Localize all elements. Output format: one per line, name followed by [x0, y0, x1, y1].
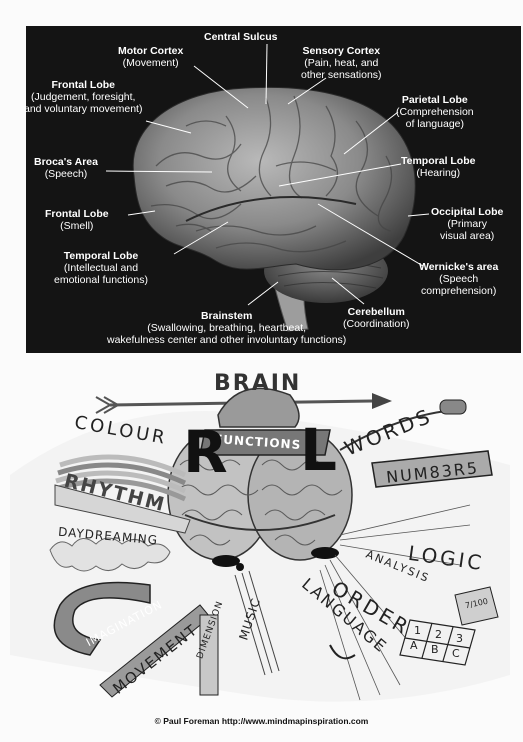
label-motor-cortex: Motor Cortex(Movement): [118, 45, 183, 69]
abc-cell-2: 2: [435, 628, 442, 641]
abc-cell-a: A: [410, 639, 418, 652]
label-frontal-lobe-smell: Frontal Lobe(Smell): [45, 208, 109, 232]
label-brocas-area: Broca's Area(Speech): [34, 156, 98, 180]
right-brain-letter: R: [183, 418, 228, 486]
label-cerebellum: Cerebellum(Coordination): [343, 306, 410, 330]
abc-cell-1: 1: [414, 624, 421, 637]
brain-illustration: [26, 26, 521, 353]
copyright-caption: © Paul Foreman http://www.mindmapinspira…: [0, 716, 523, 726]
cerebrum-shape: [133, 87, 415, 270]
abc-cell-3: 3: [456, 632, 463, 645]
abc-cell-b: B: [431, 643, 439, 656]
label-brainstem: Brainstem(Swallowing, breathing, heartbe…: [107, 310, 346, 346]
label-temporal-lobe-hearing: Temporal Lobe(Hearing): [401, 155, 475, 179]
brain-diagram-panel: Central Sulcus Motor Cortex(Movement) Se…: [26, 26, 521, 353]
label-frontal-lobe-judgement: Frontal Lobe(Judgement, foresight,and vo…: [24, 79, 142, 115]
abc-cell-c: C: [452, 647, 460, 660]
brain-title: BRAIN: [214, 371, 301, 396]
left-brain-letter: L: [300, 416, 337, 484]
label-central-sulcus: Central Sulcus: [204, 31, 278, 43]
